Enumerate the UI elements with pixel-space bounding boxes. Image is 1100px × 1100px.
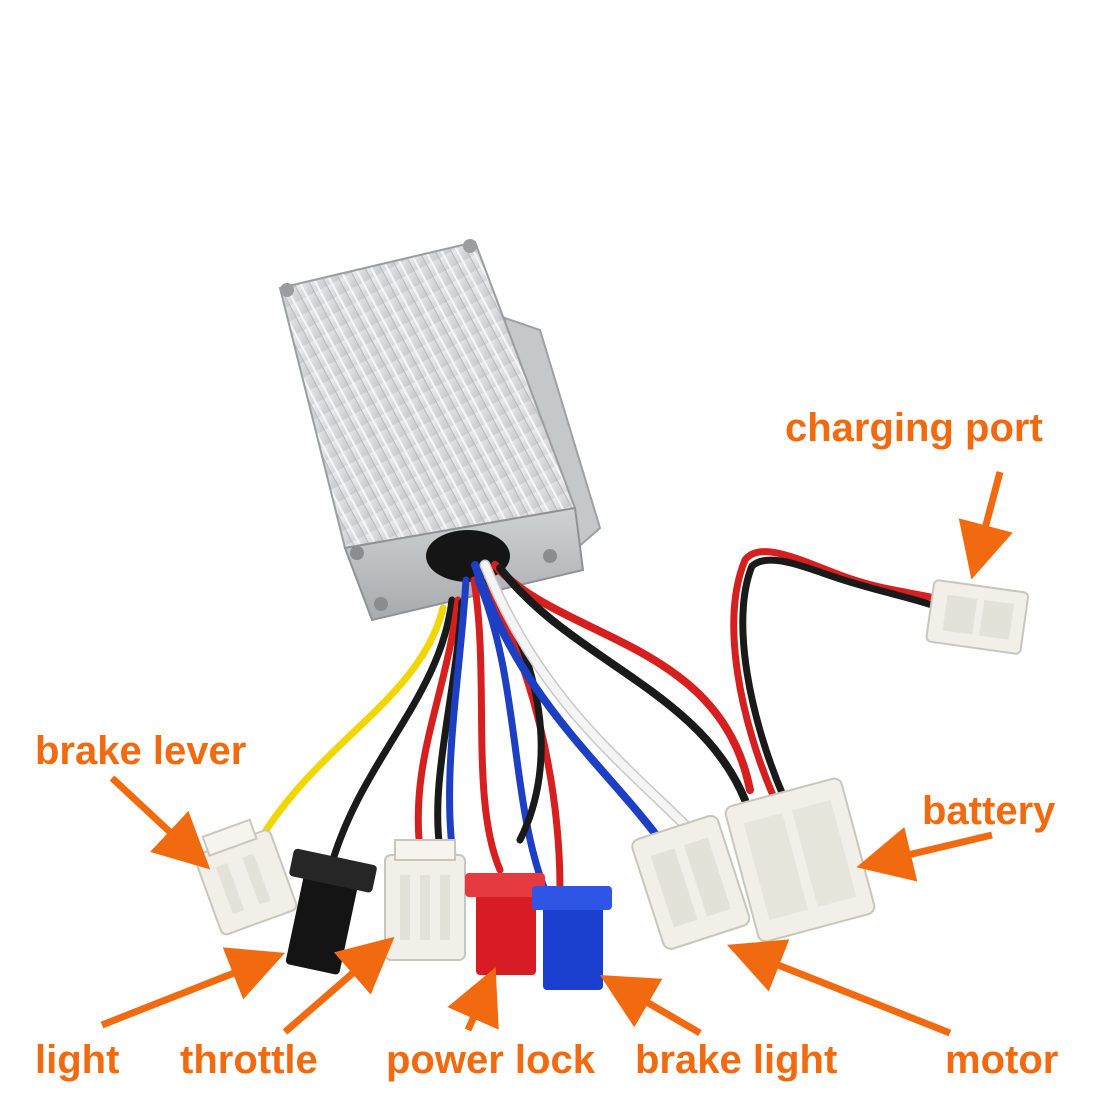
label-charging-port: charging port (785, 406, 1043, 450)
wire-blue (471, 561, 664, 844)
arrow-motor (726, 939, 952, 1037)
wire-red (730, 548, 939, 804)
controller-housing (278, 239, 602, 622)
throttle-connector (384, 839, 466, 961)
arrow-brake-light (599, 974, 702, 1037)
screw (463, 239, 477, 253)
label-motor: motor (945, 1038, 1059, 1082)
charging-port-connector (925, 579, 1029, 655)
arrow-charging-port (958, 471, 1013, 580)
wire-blue (446, 576, 470, 874)
arrow-power-lock (447, 967, 499, 1032)
label-light: light (35, 1038, 120, 1082)
battery-connector (724, 777, 876, 943)
wire-white (481, 561, 694, 834)
screw (374, 597, 388, 611)
arrow-throttle (282, 936, 395, 1035)
label-brake-lever: brake lever (35, 729, 247, 773)
brake-light-connector (532, 886, 612, 990)
screw (543, 549, 557, 563)
wire-red (414, 596, 462, 854)
wire-black (326, 596, 456, 874)
screw (280, 283, 294, 297)
label-power-lock: power lock (386, 1038, 595, 1082)
power-lock-connector (465, 873, 545, 975)
label-brake-light: brake light (635, 1038, 838, 1082)
motor-connector (631, 814, 751, 950)
housing-top (278, 240, 577, 550)
cable-grommet (426, 530, 510, 582)
arrow-brake-lever (109, 775, 211, 870)
wire-red (470, 576, 504, 874)
screw (350, 546, 364, 560)
wire-harness (256, 548, 939, 894)
wire-black (739, 556, 939, 804)
label-battery: battery (922, 789, 1056, 833)
callout-arrows (100, 471, 1013, 1037)
wire-yellow (256, 604, 447, 844)
connectors (194, 579, 1029, 990)
wire-black (496, 564, 749, 804)
arrow-light (100, 947, 286, 1029)
label-throttle: throttle (180, 1038, 318, 1082)
arrow-battery (856, 827, 993, 882)
brake-lever-connector (194, 818, 298, 936)
wire-blue (474, 576, 549, 894)
